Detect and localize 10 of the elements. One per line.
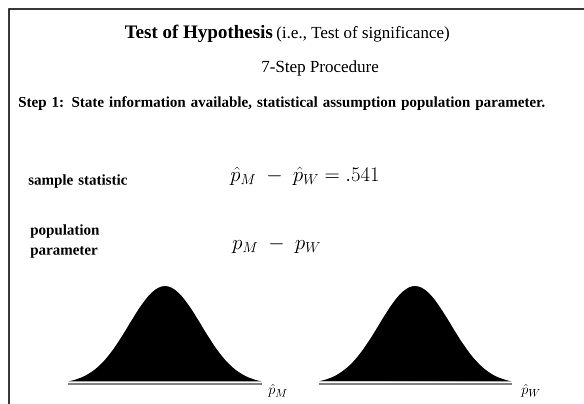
axis-label: $\hat{p}_{W}$: [520, 384, 540, 397]
subtitle: (i.e., Test of significance): [276, 26, 449, 42]
axis-label: $\hat{p}_{M}$: [268, 384, 287, 397]
subtitle: 7-Step Procedure: [262, 60, 378, 76]
row-label: sample statistic: [28, 174, 127, 188]
step-text: Step 1: State information available, statistical assumption population parameter.: [19, 96, 544, 110]
row-label: population parameter: [30, 224, 100, 258]
formula: $\hat{p}_{M} \;-\; \hat{p}_{W} = .541$: [230, 166, 378, 185]
formula: $p_{M} \;-\; p_{W}$: [232, 240, 320, 253]
title: Test of Hypothesis: [124, 24, 272, 42]
